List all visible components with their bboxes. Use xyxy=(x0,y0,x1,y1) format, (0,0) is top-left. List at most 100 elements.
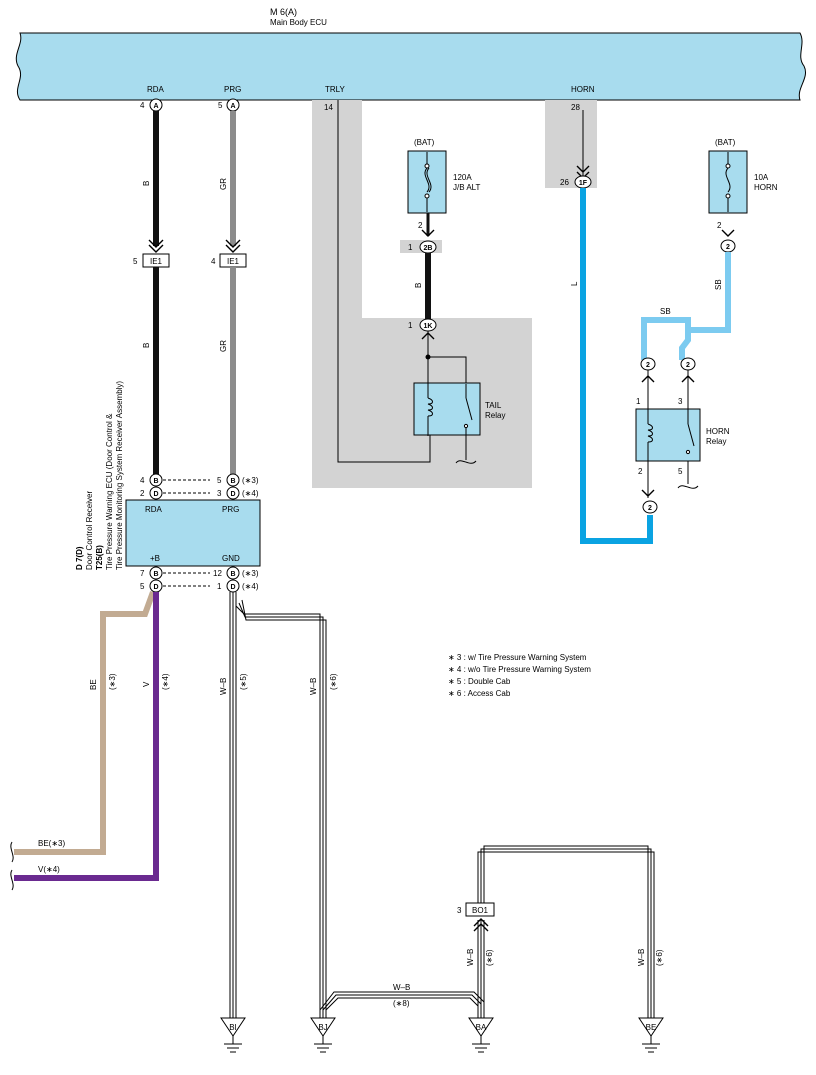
alt-fuse-out-pin: 2 xyxy=(418,221,423,230)
rcv-rda-b-pin: 4 xyxy=(140,476,145,485)
receiver-prg-label: PRG xyxy=(222,505,239,514)
trly-circuit xyxy=(337,100,431,463)
rcv-prg-d-pin: 3 xyxy=(217,489,222,498)
receiver-box xyxy=(125,499,261,567)
terminal-prg-pin: 5 xyxy=(218,101,223,110)
legend-item: ∗ 6 : Access Cab xyxy=(448,689,511,698)
conn-1f-label: 1F xyxy=(579,180,588,187)
tail-relay-word: Relay xyxy=(485,411,505,420)
terminal-prg-letter: A xyxy=(230,103,235,110)
horn-circuit: 26 1F L (BAT) 10A HORN 2 2 SB SB 2 2 1 3 xyxy=(560,110,778,544)
prg-wire-color-top: GR xyxy=(219,178,228,190)
horn-relay-in3-label: 2 xyxy=(686,362,690,369)
rcv-prg-b-letter: B xyxy=(230,478,235,485)
receiver-title-d7: D 7(D) xyxy=(75,546,84,570)
gnd-bo1-color: W–B xyxy=(466,949,475,966)
door-control-receiver: D 7(D) Door Control Receiver T25(B) Tire… xyxy=(75,381,261,593)
receiver-bplus-label: +B xyxy=(150,554,160,563)
alt-fuse-out-arrow xyxy=(421,229,435,237)
bo1-connector: 3 BO1 xyxy=(457,902,495,932)
v-wire-color: V xyxy=(142,681,151,687)
horn-relay-coil xyxy=(647,423,653,443)
rcv-prg-b-circle xyxy=(226,473,240,487)
be-wire-note: (∗3) xyxy=(108,673,117,690)
receiver-gnd-label: GND xyxy=(222,554,240,563)
bo1-pin: 3 xyxy=(457,906,462,915)
gnd-be-wire-a xyxy=(477,851,655,1018)
horn-fuse-element xyxy=(725,167,731,193)
gnd-be-color: W–B xyxy=(637,949,646,966)
rcv-bplus-b-circle xyxy=(149,566,163,580)
horn-relay-pin2: 2 xyxy=(638,467,643,476)
rcv-bplus-b-letter: B xyxy=(153,571,158,578)
ground-ba-label: BA xyxy=(476,1023,487,1032)
be-wire xyxy=(14,590,156,855)
horn-relay-out-label: 2 xyxy=(648,505,652,512)
horn-sb-wire-b xyxy=(641,317,691,360)
rcv-prg-b-note: (∗3) xyxy=(242,476,259,485)
left-v-label: V(∗4) xyxy=(38,865,60,874)
ie1-left-pin: 5 xyxy=(133,257,138,266)
rcv-bplus-d-pin: 5 xyxy=(140,582,145,591)
horn-l-wire xyxy=(580,188,653,544)
rcv-gnd-b-circle xyxy=(226,566,240,580)
main-body-ecu: M 6(A) Main Body ECU xyxy=(15,7,806,101)
horn-fuse-source: (BAT) xyxy=(715,138,736,147)
horn-sb-wire-a xyxy=(679,252,731,360)
horn-relay-out-break xyxy=(677,485,699,489)
terminal-rda-pin: 4 xyxy=(140,101,145,110)
rcv-rda-d-circle xyxy=(149,486,163,500)
bo1-arrow xyxy=(473,918,489,932)
bo1-label: BO1 xyxy=(472,906,489,915)
alt-fuse-element xyxy=(424,167,432,193)
ground-be-label: BE xyxy=(646,1023,657,1032)
power-feed-wires: BE (∗3) V (∗4) BE(∗3) V(∗4) xyxy=(10,590,170,891)
receiver-title-tpw: Tire Pressure Warning ECU (Door Control … xyxy=(105,413,114,570)
gnd-bi-color: W–B xyxy=(219,678,228,695)
ground-be: BE xyxy=(638,1017,664,1053)
ecu-name: Main Body ECU xyxy=(270,18,327,27)
horn-relay-pin3: 3 xyxy=(678,397,683,406)
rda-wire-color-top: B xyxy=(142,181,151,186)
rcv-gnd-d-letter: D xyxy=(230,584,235,591)
rcv-rda-b-circle xyxy=(149,473,163,487)
horn-relay-pin1: 1 xyxy=(636,397,641,406)
rda-prg-upper-wires: B GR 5 IE1 4 IE1 B GR xyxy=(133,111,247,475)
legend-item: ∗ 4 : w/o Tire Pressure Warning System xyxy=(448,665,591,674)
rda-arrow xyxy=(148,239,164,253)
gnd-bj-color: W–B xyxy=(309,678,318,695)
rcv-gnd-b-note: (∗3) xyxy=(242,569,259,578)
rcv-prg-d-circle xyxy=(226,486,240,500)
horn-wire-color: L xyxy=(570,281,579,286)
alt-wire-color: B xyxy=(414,283,423,288)
horn-relay-out-conn xyxy=(642,500,658,514)
tail-relay-sw-contact xyxy=(463,423,469,429)
horn-fuse-terminal-top xyxy=(725,163,731,169)
prg-arrow xyxy=(225,239,241,253)
horn-fuse-conn-label: 2 xyxy=(726,244,730,251)
rcv-bplus-b-pin: 7 xyxy=(140,569,145,578)
horn-sb-label-relay: SB xyxy=(660,307,671,316)
horn-fuse-name: HORN xyxy=(754,183,778,192)
tail-relay-out-break xyxy=(455,460,477,464)
horn-sb-label-fuse: SB xyxy=(714,279,723,290)
gnd-be-wire-c xyxy=(483,845,649,1018)
gnd-bottom-note: (∗8) xyxy=(393,999,410,1008)
horn-fuse-terminal-bottom xyxy=(725,193,731,199)
terminal-rda-letter: A xyxy=(153,103,158,110)
gnd-bj-note: (∗6) xyxy=(329,673,338,690)
horn-fuse-out-pin: 2 xyxy=(717,221,722,230)
prg-wire-color-mid: GR xyxy=(219,340,228,352)
alt-fuse-rating: 120A xyxy=(453,173,472,182)
ground-wires xyxy=(229,592,655,1018)
conn-1k-label: 1K xyxy=(424,323,433,330)
alt-fuse-name: J/B ALT xyxy=(453,183,481,192)
horn-fuse-rating: 10A xyxy=(754,173,769,182)
be-wire-color: BE xyxy=(89,679,98,690)
ground-bj-label: BJ xyxy=(318,1023,327,1032)
rcv-rda-b-letter: B xyxy=(153,478,158,485)
tail-relay-switch-feed xyxy=(428,356,467,384)
conn-1k-pin: 1 xyxy=(408,321,413,330)
rcv-rda-d-letter: D xyxy=(153,491,158,498)
